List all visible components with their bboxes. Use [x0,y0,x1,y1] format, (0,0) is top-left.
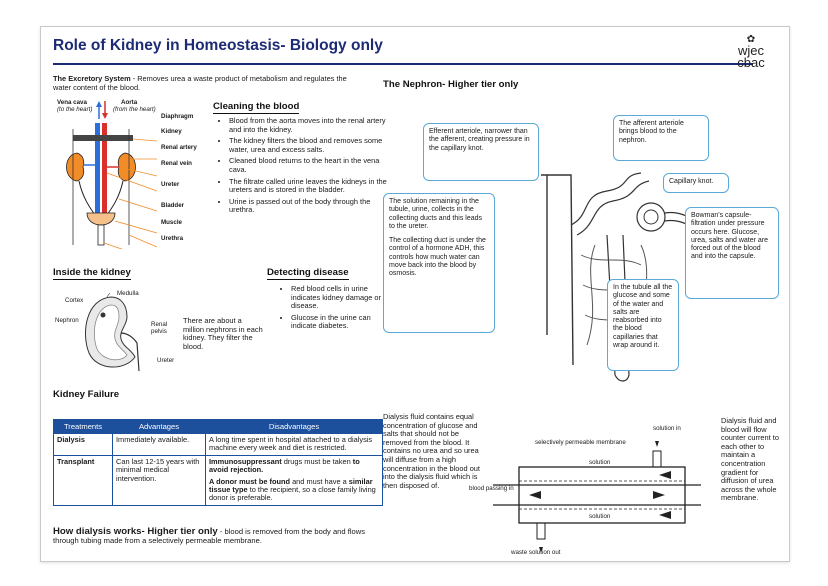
label-renal-vein: Renal vein [161,160,192,167]
left-arrow-icon [529,491,541,499]
dialysis-fluid-text: Dialysis fluid contains equal concentrat… [383,412,480,490]
up-arrow-icon [96,101,102,107]
logo-line-2: cbac [737,55,765,70]
cleaning-item: Urine is passed out of the body through … [229,197,391,215]
counter-current-text: Dialysis fluid and blood will flow count… [721,416,779,503]
detecting-item: Glucose in the urine can indicate diabet… [291,313,391,331]
cleaning-list: Blood from the aorta moves into the rena… [215,116,391,218]
callout-efferent: Efferent arteriole, narrower than the af… [423,123,539,181]
excretory-intro: The Excretory System - Removes urea a wa… [53,74,353,92]
label-kidney: Kidney [161,128,182,135]
label-renal: Renal [151,321,168,328]
label-cortex: Cortex [65,297,84,304]
label-solution-in: solution in [653,425,681,432]
detecting-heading: Detecting disease [267,267,349,280]
inside-kidney-text: There are about a million nephrons in ea… [183,316,263,351]
left-arrow-icon [659,471,671,479]
worksheet-page: Role of Kidney in Homeostasis- Biology o… [40,26,790,562]
kidney-failure-table: Treatments Advantages Disadvantages Dial… [53,419,383,506]
kidney-failure-heading: Kidney Failure [53,389,120,400]
wjec-logo: ✿ wjec cbac [727,35,775,79]
leaf-icon: ✿ [746,34,756,45]
cleaning-heading: Cleaning the blood [213,101,300,114]
callout-capillary-knot: Capillary knot. [663,173,729,193]
page-title: Role of Kidney in Homeostasis- Biology o… [53,37,383,54]
dialysis-disadvantage: A long time spent in hospital attached t… [205,433,383,456]
label-solution-bottom: solution [589,513,611,520]
label-urethra: Urethra [161,235,184,242]
how-dialysis-heading: How dialysis works- Higher tier only [53,526,218,537]
solution-text: The solution remaining in the tubule, ur… [389,198,482,230]
label-vena-cava: Vena cava [57,99,87,106]
transplant-dis-1: Immunosuppressant drugs must be taken to… [209,456,360,475]
down-arrow-icon [102,113,108,119]
left-kidney-shape [66,152,85,182]
label-vena-cava-sub: (to the heart) [57,106,93,113]
label-waste-out: waste solution out [511,549,561,556]
dialysis-machine-diagram [493,441,701,553]
detecting-list: Red blood cells in urine indicates kidne… [277,284,391,334]
table-row: Dialysis Immediately available. A long t… [53,433,383,456]
transplant-advantage: Can last 12-15 years with minimal medica… [112,454,206,506]
transplant-disadvantage: Immunosuppressant drugs must be taken to… [205,454,383,506]
excretory-lead: The Excretory System [53,74,131,83]
urethra-shape [97,224,105,246]
label-bladder: Bladder [161,202,185,209]
right-kidney-shape [117,152,136,182]
header-advantages: Advantages [112,419,206,434]
label-blood-in: blood passing in [469,485,514,492]
label-nephron: Nephron [55,317,79,324]
cleaning-item: Blood from the aorta moves into the rena… [229,116,391,134]
logo-line-1: wjec [737,43,764,58]
label-aorta-sub: (from the heart) [113,106,156,113]
header-treatments: Treatments [53,419,113,434]
transplant-dis-2: A donor must be found and must have a si… [209,476,376,503]
aorta-vessel [102,123,107,223]
cleaning-item: The kidney filters the blood and removes… [229,136,391,154]
callout-bowmans-capsule: Bowman's capsule- filtration under press… [685,207,779,299]
excretory-text: - Removes urea a waste product of metabo… [53,74,347,92]
label-kidney-ureter: Ureter [157,357,175,364]
detecting-item: Red blood cells in urine indicates kidne… [291,284,391,311]
callout-solution-collecting: The solution remaining in the tubule, ur… [383,193,495,333]
table-header-row: Treatments Advantages Disadvantages [53,419,383,434]
treatment-dialysis: Dialysis [53,433,113,456]
label-aorta: Aorta [121,99,138,106]
treatment-transplant: Transplant [53,454,113,506]
cleaning-item: The filtrate called urine leaves the kid… [229,177,391,195]
how-dialysis-text: - blood is removed from the body and flo… [53,527,366,545]
collecting-duct-text: The collecting duct is under the control… [389,237,486,278]
label-ureter: Ureter [161,181,180,188]
left-arrow-icon [659,511,671,519]
diaphragm-shape [73,135,133,141]
label-medulla: Medulla [117,290,139,297]
label-pelvis: pelvis [151,328,167,335]
title-divider [53,63,753,65]
label-renal-artery: Renal artery [161,144,197,151]
inside-kidney-heading: Inside the kidney [53,267,131,280]
down-arrow-icon [655,441,659,447]
right-arrow-icon [653,491,665,499]
dialysis-advantage: Immediately available. [112,433,206,456]
label-muscle: Muscle [161,219,182,226]
label-solution-top: solution [589,459,611,466]
bladder-shape [86,212,116,226]
label-diaphragm: Diaphragm [161,113,194,120]
excretory-system-diagram [66,101,158,249]
callout-afferent: The afferent arteriole brings blood to t… [613,115,709,161]
header-disadvantages: Disadvantages [205,419,383,434]
vena-cava-vessel [95,123,100,223]
cleaning-item: Cleaned blood returns to the heart in th… [229,157,391,174]
kidney-cross-section-diagram [85,293,140,372]
callout-tubule: In the tubule all the glucose and some o… [607,279,679,371]
nephron-heading: The Nephron- Higher tier only [383,79,519,90]
table-row: Transplant Can last 12-15 years with min… [53,454,383,506]
down-arrow-icon [539,547,543,553]
label-membrane: selectively permeable membrane [535,439,626,446]
how-dialysis-works: How dialysis works- Higher tier only - b… [53,527,379,545]
